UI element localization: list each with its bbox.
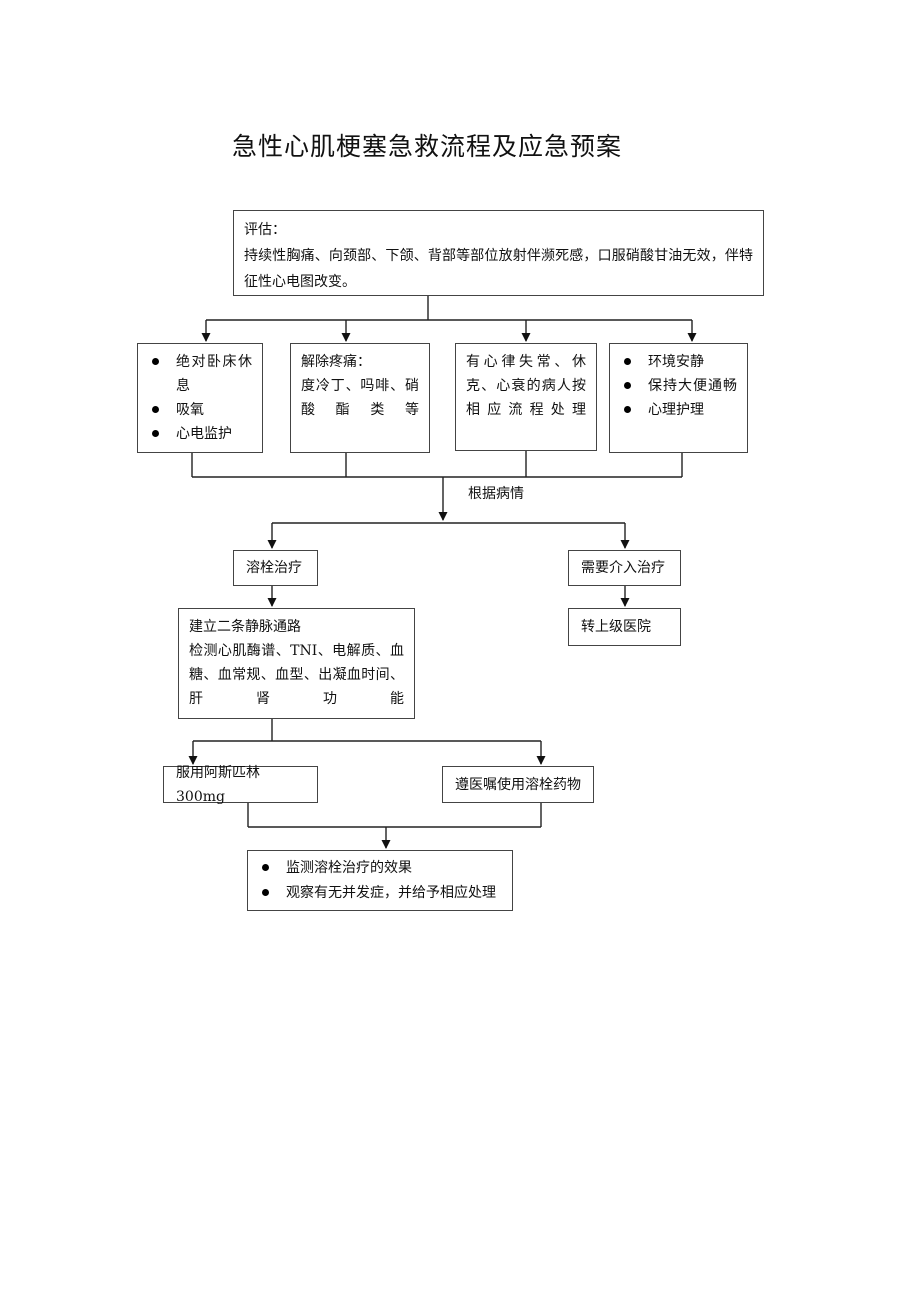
- care-item-oxygen: 吸氧: [148, 398, 252, 422]
- transfer-label: 转上级医院: [581, 619, 651, 635]
- assessment-box: 评估： 持续性胸痛、向颈部、下颌、背部等部位放射伴濒死感，口服硝酸甘油无效，伴特…: [233, 210, 764, 296]
- thrombolysis-box: 溶栓治疗: [233, 550, 318, 586]
- thrombolysis-label: 溶栓治疗: [246, 560, 302, 576]
- care-item-bed-rest: 绝对卧床休息: [148, 350, 252, 398]
- thrombolytic-drug-box: 遵医嘱使用溶栓药物: [442, 766, 594, 803]
- arrhythmia-text: 有心律失常、休克、心衰的病人按相应流程处理: [466, 354, 586, 418]
- page-title: 急性心肌梗塞急救流程及应急预案: [232, 132, 623, 161]
- care-item-psychological: 心理护理: [620, 398, 737, 422]
- care-item-bowel: 保持大便通畅: [620, 374, 737, 398]
- monitor-item-complications: 观察有无并发症，并给予相应处理: [258, 881, 502, 906]
- pain-relief-text: 度冷丁、吗啡、硝酸酯类等: [301, 378, 419, 418]
- intervention-label: 需要介入治疗: [581, 560, 665, 576]
- iv-access-box: 建立二条静脉通路 检测心肌酶谱、TNI、电解质、血糖、血常规、血型、出凝血时间、…: [178, 608, 415, 719]
- aspirin-label: 服用阿斯匹林 300mg: [176, 764, 260, 805]
- pain-relief-heading: 解除疼痛：: [301, 354, 371, 370]
- iv-access-heading: 建立二条静脉通路: [189, 619, 301, 635]
- care-item-quiet-environment: 环境安静: [620, 350, 737, 374]
- care-item-ecg-monitoring: 心电监护: [148, 422, 252, 446]
- arrhythmia-box: 有心律失常、休克、心衰的病人按相应流程处理: [455, 343, 597, 451]
- care-box-2: 环境安静 保持大便通畅 心理护理: [609, 343, 748, 453]
- assessment-text: 持续性胸痛、向颈部、下颌、背部等部位放射伴濒死感，口服硝酸甘油无效，伴特征性心电…: [244, 248, 753, 290]
- intervention-box: 需要介入治疗: [568, 550, 681, 586]
- iv-access-text: 检测心肌酶谱、TNI、电解质、血糖、血常规、血型、出凝血时间、肝肾功能: [189, 643, 404, 707]
- aspirin-box: 服用阿斯匹林 300mg: [163, 765, 318, 805]
- thrombolytic-drug-label: 遵医嘱使用溶栓药物: [455, 776, 581, 793]
- pain-relief-box: 解除疼痛： 度冷丁、吗啡、硝酸酯类等: [290, 343, 430, 453]
- monitor-box: 监测溶栓治疗的效果 观察有无并发症，并给予相应处理: [247, 850, 513, 911]
- monitor-item-effect: 监测溶栓治疗的效果: [258, 856, 502, 881]
- transfer-box: 转上级医院: [568, 608, 681, 646]
- assessment-heading: 评估：: [244, 222, 286, 238]
- decision-label: 根据病情: [468, 486, 524, 502]
- care-box-1: 绝对卧床休息 吸氧 心电监护: [137, 343, 263, 453]
